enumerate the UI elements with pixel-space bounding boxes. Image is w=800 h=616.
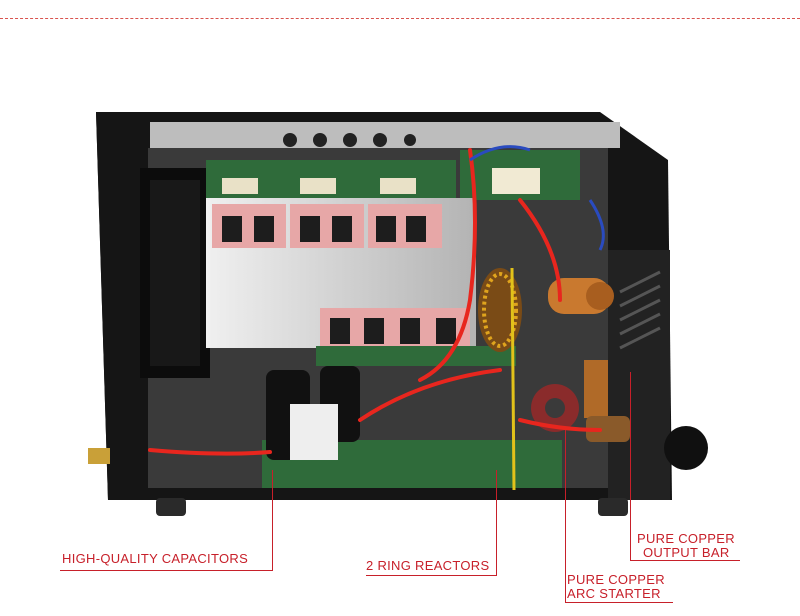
ring-reactors-label: 2 RING REACTORS: [366, 558, 490, 573]
ring-reactors-callout: 2 RING REACTORS: [366, 559, 489, 573]
vent-slots: [619, 270, 661, 350]
case-front-frame: [608, 250, 670, 500]
capacitors-label: HIGH-QUALITY CAPACITORS: [62, 551, 249, 566]
capacitors-callout: HIGH-QUALITY CAPACITORS: [62, 552, 248, 566]
capacitors-pointer-vertical: [272, 470, 273, 570]
copper-output-bar: [584, 360, 608, 418]
output-bar-label-line2: OUTPUT BAR: [643, 545, 730, 560]
output-bar-callout: PURE COPPER OUTPUT BAR: [637, 532, 735, 560]
ring-reactors-underline: [366, 575, 497, 576]
arc-starter-label-line1: PURE COPPER: [567, 572, 665, 587]
foot-right: [598, 498, 628, 516]
output-terminal: [664, 426, 708, 470]
arc-starter-label-line2: ARC STARTER: [567, 586, 661, 601]
arc-starter-pointer-vertical: [565, 430, 566, 602]
capacitors-underline: [60, 570, 273, 571]
output-bar-label-line1: PURE COPPER: [637, 531, 735, 546]
arc-starter-callout: PURE COPPER ARC STARTER: [567, 573, 665, 601]
output-bar-underline: [630, 560, 740, 561]
top-dashed-divider: [0, 18, 800, 19]
output-bar-pointer-vertical: [630, 372, 631, 560]
foot-left: [156, 498, 186, 516]
ring-reactors-pointer-vertical: [496, 470, 497, 576]
arc-starter-underline: [565, 602, 673, 603]
